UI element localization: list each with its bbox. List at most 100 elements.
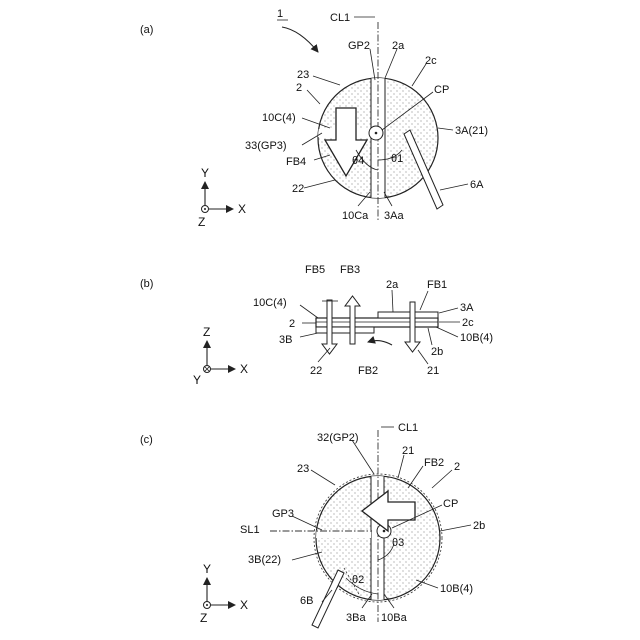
plate-b (316, 318, 438, 327)
figure-b: (b) FB5 FB3 FB1 2a 3A 10C(4) 2 (140, 264, 493, 387)
leader-2b-c (440, 525, 471, 531)
label-33gp3: 33(GP3) (245, 140, 287, 152)
label-3b-b: 3B (279, 334, 292, 346)
axes-c: Y X Z (200, 562, 248, 625)
label-3a-b: 3A (460, 302, 474, 314)
leader-23-a (313, 76, 340, 85)
leader-3a-b (439, 308, 458, 313)
label-device-1: 1 (277, 8, 283, 20)
panel-label-a: (a) (140, 24, 153, 36)
leader-21-b (418, 350, 428, 364)
label-2b-c: 2b (473, 520, 485, 532)
label-6b: 6B (300, 595, 313, 607)
label-10ba: 10Ba (381, 612, 408, 624)
label-32gp2: 32(GP2) (317, 432, 359, 444)
axis-label-x-a: X (238, 202, 246, 216)
label-6a: 6A (470, 179, 484, 191)
label-theta4: θ4 (352, 155, 364, 167)
pointer-1 (282, 27, 318, 52)
label-fb2-c: FB2 (424, 457, 444, 469)
label-2a-b: 2a (386, 279, 399, 291)
axis-label-x-c: X (240, 598, 248, 612)
leader-3b22 (292, 552, 322, 560)
leader-22-b (318, 348, 330, 362)
axes-b: Z X Y (193, 325, 248, 387)
cp-dot-a (375, 132, 378, 135)
label-22-b: 22 (310, 365, 322, 377)
label-3a21: 3A(21) (455, 125, 488, 137)
figure-c: (c) (140, 422, 485, 628)
axis-z-dot-a (204, 208, 206, 210)
panel-label-c: (c) (140, 434, 153, 446)
label-2a-a: 2a (392, 40, 405, 52)
axes-a: Y X Z (198, 166, 246, 229)
label-fb3: FB3 (340, 264, 360, 276)
axis-label-y-a: Y (201, 166, 209, 180)
arrow-fb2-curve (368, 341, 392, 345)
leader-2c-a (412, 64, 426, 86)
label-10c4-a: 10C(4) (262, 112, 296, 124)
figure-a: (a) (140, 8, 488, 229)
label-fb1: FB1 (427, 279, 447, 291)
label-fb5: FB5 (305, 264, 325, 276)
label-fb4: FB4 (286, 156, 306, 168)
label-10b4-b: 10B(4) (460, 332, 493, 344)
label-cl1-a: CL1 (330, 12, 350, 24)
element-3a-b (378, 312, 438, 318)
label-2-a: 2 (296, 82, 302, 94)
leader-fb1-b (420, 291, 428, 310)
label-fb2: FB2 (358, 365, 378, 377)
leader-32gp2 (352, 440, 374, 474)
axis-label-z-b: Z (203, 325, 210, 339)
leader-3a21 (438, 128, 453, 130)
leader-6a (440, 184, 468, 190)
label-3b22: 3B(22) (248, 554, 281, 566)
label-21-c: 21 (402, 445, 414, 457)
leader-2-a (307, 90, 320, 104)
label-sl1: SL1 (240, 524, 260, 536)
label-2b-b: 2b (431, 346, 443, 358)
label-gp3-c: GP3 (272, 508, 294, 520)
panel-label-b: (b) (140, 278, 153, 290)
cp-dot-c (383, 530, 386, 533)
axis-z-dot-c (206, 604, 208, 606)
leader-2a-a (385, 49, 397, 78)
label-2-c: 2 (454, 461, 460, 473)
rod-6b (312, 570, 344, 628)
label-2c-b: 2c (462, 317, 474, 329)
leader-22-a (304, 180, 335, 188)
label-10ca: 10Ca (342, 210, 369, 222)
label-2-b: 2 (289, 318, 295, 330)
label-cp-c: CP (443, 498, 458, 510)
label-3aa: 3Aa (384, 210, 404, 222)
label-22-a: 22 (292, 183, 304, 195)
label-23-c: 23 (297, 463, 309, 475)
leader-fb2-c (408, 466, 423, 488)
leader-gp2-a (370, 49, 375, 80)
label-theta3: θ3 (392, 537, 404, 549)
leader-23-c (311, 470, 335, 485)
label-gp2-a: GP2 (348, 40, 370, 52)
axis-label-z-c: Z (200, 611, 207, 625)
label-10b4-c: 10B(4) (440, 583, 473, 595)
leader-2b-b (428, 328, 432, 345)
label-cl1-c: CL1 (398, 422, 418, 434)
leader-2-c (432, 470, 452, 488)
label-23-a: 23 (297, 69, 309, 81)
label-cp-a: CP (434, 84, 449, 96)
label-3ba: 3Ba (346, 612, 366, 624)
leader-10b-b (436, 327, 458, 337)
leader-10c-b (300, 305, 318, 318)
leader-2a-b (392, 290, 393, 312)
label-2c-a: 2c (425, 55, 437, 67)
label-theta2: θ2 (352, 574, 364, 586)
axis-label-x-b: X (240, 362, 248, 376)
leader-3b-b (300, 333, 318, 337)
axis-label-y-c: Y (203, 562, 211, 576)
element-3b-b (316, 327, 374, 333)
axis-label-z-a: Z (198, 215, 205, 229)
axis-label-y-b: Y (193, 373, 201, 387)
label-theta1: θ1 (391, 153, 403, 165)
center-strip-c (371, 470, 384, 610)
